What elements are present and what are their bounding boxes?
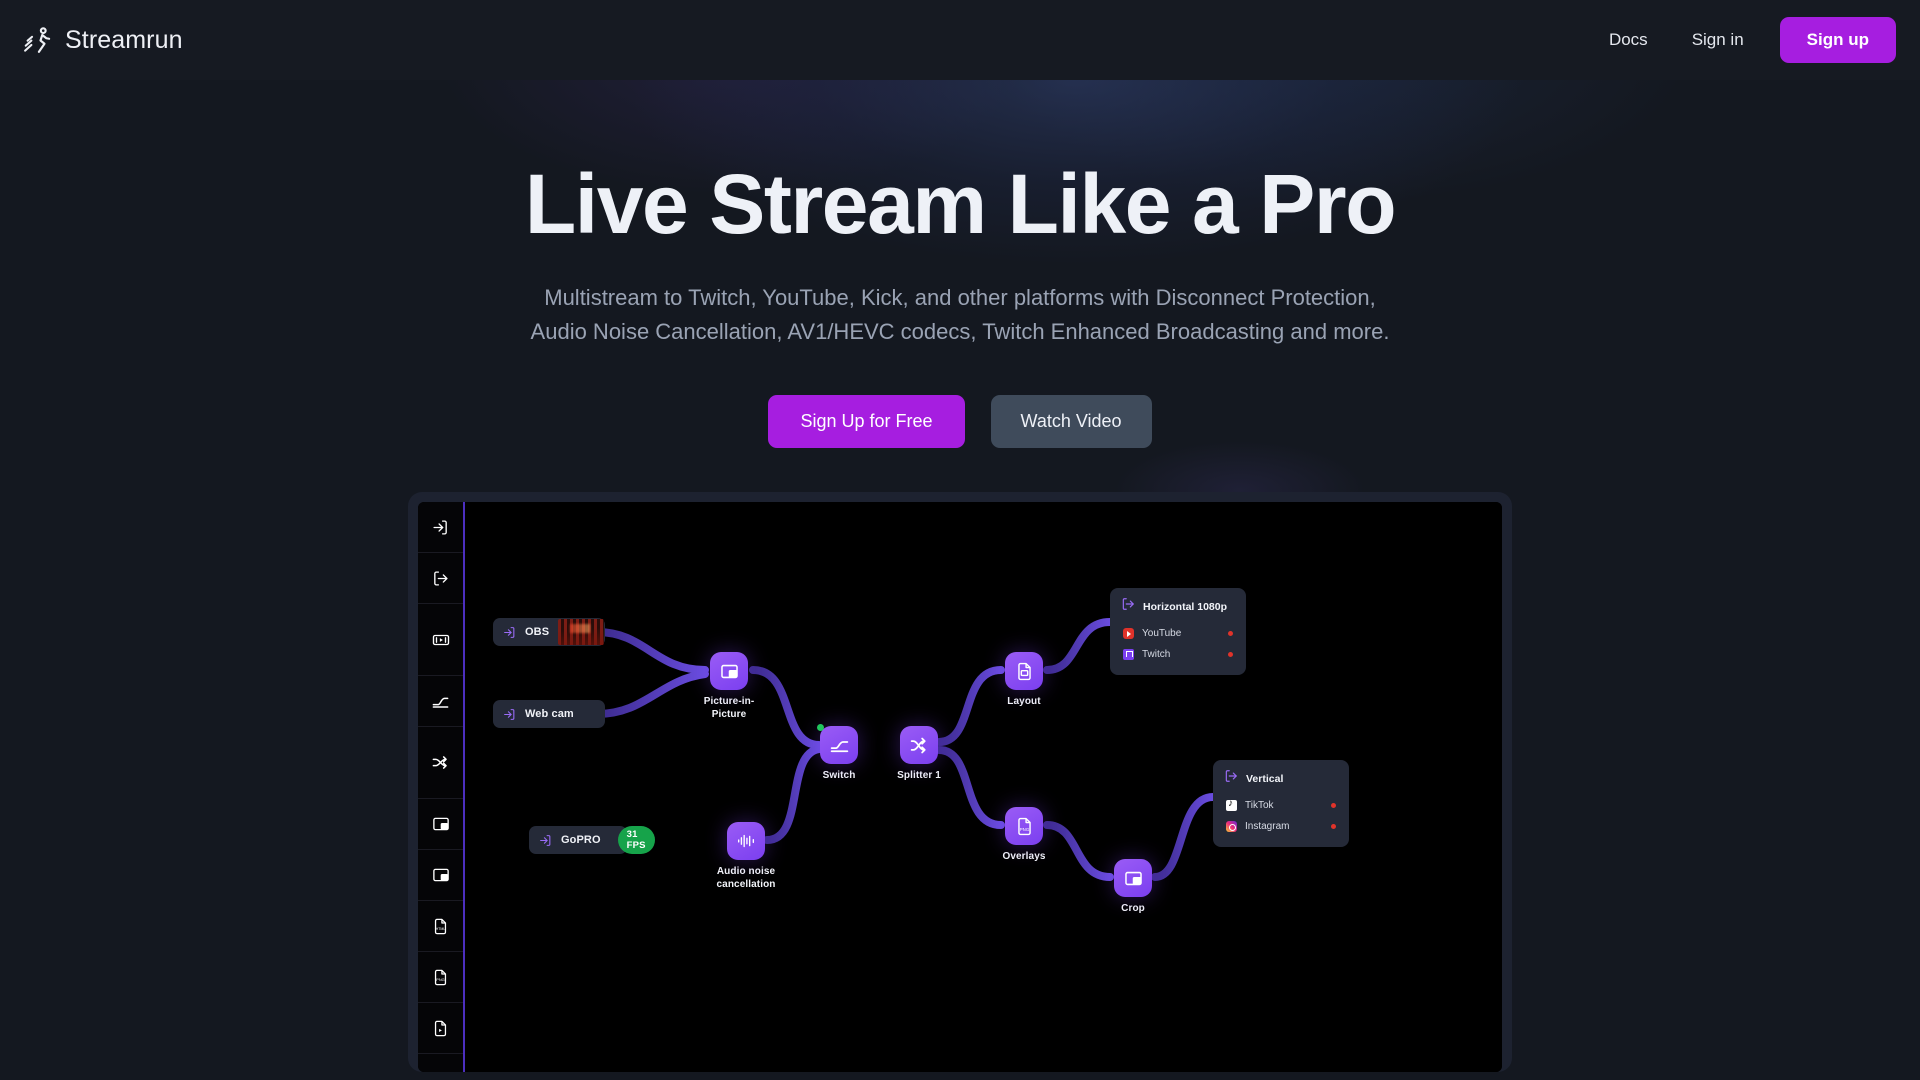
- twitch-icon: [1123, 649, 1134, 660]
- running-person-icon: [22, 25, 52, 55]
- status-badge: [1228, 631, 1233, 636]
- obs-preview-thumbnail: [558, 619, 604, 645]
- picture-in-picture-icon: [710, 652, 748, 690]
- editor-toolbar: HTML PNG: [418, 502, 465, 1072]
- tool-crop[interactable]: [418, 850, 463, 901]
- tool-output[interactable]: [418, 553, 463, 604]
- dest-header: Horizontal 1080p: [1121, 597, 1235, 616]
- node-switch-label: Switch: [822, 770, 856, 781]
- dest-vertical-title: Vertical: [1246, 772, 1284, 785]
- node-webcam-label: Web cam: [525, 708, 574, 720]
- platform-row-twitch[interactable]: Twitch: [1121, 644, 1235, 665]
- node-editor-canvas[interactable]: OBS Web cam GoPRO 31 FPS: [465, 502, 1502, 1072]
- gopro-fps-badge: 31 FPS: [617, 826, 655, 854]
- node-picture-in-picture-label: Picture-in-Picture: [703, 696, 755, 720]
- node-webcam[interactable]: Web cam: [493, 700, 605, 728]
- input-arrow-icon: [503, 708, 516, 721]
- tool-media[interactable]: [418, 604, 463, 676]
- node-audio-noise-cancellation[interactable]: Audio noise cancellation: [710, 822, 782, 891]
- splitter-icon: [900, 726, 938, 764]
- hero-section: Live Stream Like a Pro Multistream to Tw…: [0, 80, 1920, 449]
- node-layout[interactable]: Layout: [986, 652, 1062, 709]
- tool-html-file[interactable]: HTML: [418, 901, 463, 952]
- png-file-icon: PNG: [1005, 807, 1043, 845]
- node-gopro-label: GoPRO: [561, 834, 601, 846]
- node-audio-noise-cancellation-label: Audio noise cancellation: [716, 866, 776, 890]
- instagram-icon: [1226, 821, 1237, 832]
- status-badge: [1228, 652, 1233, 657]
- nav-docs[interactable]: Docs: [1587, 20, 1670, 60]
- status-badge: [1331, 824, 1336, 829]
- nav-sign-in[interactable]: Sign in: [1670, 20, 1766, 60]
- node-crop[interactable]: Crop: [1095, 859, 1171, 916]
- tool-picture-in-picture[interactable]: [418, 799, 463, 850]
- svg-text:PNG: PNG: [1019, 826, 1029, 831]
- tiktok-icon: [1226, 798, 1237, 811]
- platform-row-tiktok[interactable]: TikTok: [1224, 795, 1338, 816]
- site-header: Streamrun Docs Sign in Sign up: [0, 0, 1920, 80]
- switch-status-dot: [817, 724, 824, 731]
- status-badge: [1331, 803, 1336, 808]
- tool-switch[interactable]: [418, 676, 463, 727]
- platform-row-youtube[interactable]: YouTube: [1121, 623, 1235, 644]
- hero-subtitle: Multistream to Twitch, YouTube, Kick, an…: [530, 285, 1390, 345]
- hero-cta-group: Sign Up for Free Watch Video: [0, 395, 1920, 449]
- crop-frame-icon: [1114, 859, 1152, 897]
- input-arrow-icon: [503, 626, 516, 639]
- dest-horizontal-1080p[interactable]: Horizontal 1080p YouTube Twitch: [1110, 588, 1246, 675]
- svg-text:PNG: PNG: [436, 977, 444, 982]
- node-crop-label: Crop: [1121, 903, 1145, 914]
- dest-horizontal-title: Horizontal 1080p: [1143, 600, 1228, 613]
- edge-connections: [593, 618, 1217, 881]
- switch-icon: [817, 724, 858, 764]
- platform-name: Twitch: [1142, 649, 1171, 660]
- layout-file-icon: [1005, 652, 1043, 690]
- sign-up-free-button[interactable]: Sign Up for Free: [768, 395, 965, 449]
- output-arrow-icon: [1224, 769, 1238, 788]
- node-picture-in-picture[interactable]: Picture-in-Picture: [691, 652, 767, 721]
- youtube-icon: [1123, 628, 1134, 639]
- platform-name: YouTube: [1142, 628, 1182, 639]
- watch-video-button[interactable]: Watch Video: [990, 395, 1152, 449]
- input-arrow-icon: [539, 834, 552, 847]
- svg-text:HTML: HTML: [436, 927, 446, 931]
- platform-row-instagram[interactable]: Instagram: [1224, 816, 1338, 837]
- tool-png-file[interactable]: PNG: [418, 952, 463, 1003]
- node-layout-label: Layout: [1007, 696, 1041, 707]
- node-obs[interactable]: OBS: [493, 618, 605, 646]
- tool-splitter[interactable]: [418, 727, 463, 799]
- node-splitter-1[interactable]: Splitter 1: [884, 726, 954, 783]
- node-overlays[interactable]: PNG Overlays: [986, 807, 1062, 864]
- dest-vertical[interactable]: Vertical TikTok Instagram: [1213, 760, 1349, 847]
- audio-waveform-icon: [727, 822, 765, 860]
- page-title: Live Stream Like a Pro: [524, 157, 1397, 251]
- brand-logo[interactable]: Streamrun: [22, 25, 183, 55]
- platform-name: Instagram: [1245, 821, 1290, 832]
- platform-name: TikTok: [1245, 800, 1274, 811]
- nav-sign-up-button[interactable]: Sign up: [1779, 17, 1896, 63]
- brand-name: Streamrun: [65, 25, 183, 54]
- node-overlays-label: Overlays: [1002, 851, 1046, 862]
- tool-input[interactable]: [418, 502, 463, 553]
- primary-nav: Docs Sign in Sign up: [1587, 17, 1896, 63]
- node-gopro[interactable]: GoPRO 31 FPS: [529, 826, 655, 854]
- output-arrow-icon: [1121, 597, 1135, 616]
- node-editor-window: HTML PNG: [408, 492, 1512, 1072]
- node-obs-label: OBS: [525, 626, 550, 638]
- node-splitter-1-label: Splitter 1: [897, 770, 941, 781]
- dest-header: Vertical: [1224, 769, 1338, 788]
- node-switch[interactable]: Switch: [805, 724, 873, 783]
- tool-video-file[interactable]: [418, 1003, 463, 1054]
